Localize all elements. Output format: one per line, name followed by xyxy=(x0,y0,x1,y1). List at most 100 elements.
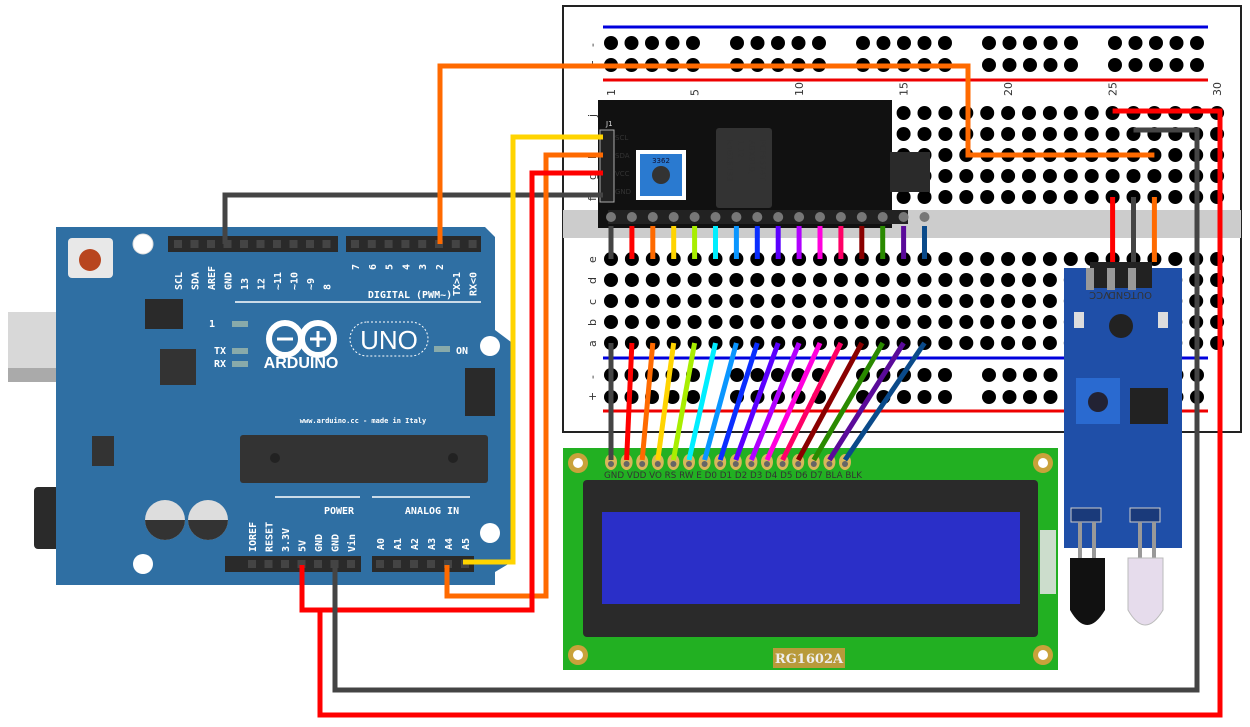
breadboard-hole xyxy=(875,294,890,308)
header-pin xyxy=(410,560,418,568)
wire-breadboard-to-lcd xyxy=(686,342,718,461)
header-pin xyxy=(330,560,339,568)
rail-hole xyxy=(771,368,785,382)
breadboard-hole xyxy=(729,294,744,308)
power-pin-label: Vin xyxy=(346,534,358,552)
row-label: g xyxy=(586,173,599,180)
breadboard-hole xyxy=(980,190,995,204)
header-pin xyxy=(248,560,256,568)
breadboard-hole xyxy=(729,315,744,329)
breadboard-hole xyxy=(1022,273,1036,287)
breadboard-hole xyxy=(771,273,786,287)
breadboard-hole xyxy=(980,273,995,287)
rail-hole xyxy=(750,36,765,50)
rail-hole xyxy=(938,36,952,50)
i2c-lcd-pin xyxy=(898,212,909,222)
i2c-lcd-pin xyxy=(647,212,658,222)
breadboard-hole xyxy=(1126,169,1141,183)
atmega-chip xyxy=(240,435,488,483)
rail-hole xyxy=(750,368,765,382)
header-pin xyxy=(444,560,452,568)
lcd-model-plate xyxy=(773,648,845,668)
breadboard-hole xyxy=(1042,190,1057,204)
wire-5v-vcc xyxy=(299,170,603,613)
wire-breadboard-to-lcd xyxy=(780,341,844,462)
digital-header-label: DIGITAL (PWM~) xyxy=(368,290,452,301)
breadboard-hole xyxy=(604,273,618,287)
breadboard-hole xyxy=(1168,169,1183,183)
breadboard-hole xyxy=(875,315,890,329)
digital-pin-label: 3 xyxy=(418,264,429,270)
rail-hole xyxy=(1064,58,1078,72)
rail-hole xyxy=(938,390,952,404)
row-label: d xyxy=(586,277,599,284)
breadboard-hole xyxy=(959,190,974,204)
rail-hole xyxy=(1043,390,1058,404)
ir-pin-label: OUT xyxy=(1130,289,1152,300)
breadboard-hole xyxy=(1042,169,1057,183)
breadboard-hole xyxy=(1063,106,1078,120)
digital-pin-label: 2 xyxy=(435,264,446,270)
rail-hole xyxy=(1128,36,1143,50)
row-label: b xyxy=(586,319,599,326)
ir-photodiode-window xyxy=(1109,314,1133,338)
digital-pin-label: RX<0 xyxy=(469,272,480,296)
breadboard-hole xyxy=(750,294,765,308)
power-header-label: POWER xyxy=(324,506,355,517)
breadboard-hole xyxy=(980,252,995,266)
rail-hole xyxy=(917,390,932,404)
breadboard-hole xyxy=(833,273,848,287)
rail-hole xyxy=(1002,390,1017,404)
breadboard-hole xyxy=(1022,127,1036,141)
header-digital-right xyxy=(346,236,481,252)
breadboard-hole xyxy=(938,190,953,204)
breadboard-hole xyxy=(1022,169,1036,183)
breadboard-hole xyxy=(750,315,765,329)
header-pin xyxy=(281,560,289,568)
header-pin xyxy=(468,240,477,248)
breadboard-hole xyxy=(833,294,848,308)
arduino-uno: UNO ARDUINO www.arduino.cc - made in Ita… xyxy=(8,227,515,585)
digital-pin-label: SDA xyxy=(191,272,202,290)
ir-emitter-led xyxy=(1127,557,1164,626)
breadboard-hole xyxy=(1063,169,1078,183)
breadboard-hole xyxy=(1001,336,1016,350)
i2c-lcd-pin xyxy=(606,212,616,222)
i2c-lcd-pin xyxy=(689,212,700,222)
breadboard-hole xyxy=(896,315,911,329)
header-pin xyxy=(427,560,435,568)
breadboard-hole xyxy=(1063,190,1078,204)
wire-breadboard-to-lcd xyxy=(670,342,698,461)
breadboard-hole xyxy=(687,273,702,287)
breadboard-hole xyxy=(624,315,639,329)
url-text: www.arduino.cc - made in Italy xyxy=(300,417,427,425)
rail-hole xyxy=(897,36,911,50)
breadboard-hole xyxy=(750,273,765,287)
rail-hole xyxy=(856,36,870,50)
digital-pin-label: 5 xyxy=(385,264,396,270)
wire-breadboard-to-lcd xyxy=(827,341,906,462)
breadboard-hole xyxy=(896,273,911,287)
breadboard-hole xyxy=(1063,127,1078,141)
breadboard-hole xyxy=(959,169,974,183)
rail-label: - xyxy=(586,43,599,47)
header-pin xyxy=(322,240,331,248)
breadboard-hole xyxy=(959,273,974,287)
rail-hole xyxy=(604,36,618,50)
rail-hole xyxy=(1023,390,1037,404)
analog-pin-label: A2 xyxy=(410,538,421,550)
rail-hole xyxy=(791,36,806,50)
breadboard-hole xyxy=(1105,127,1120,141)
rail-hole xyxy=(1043,368,1058,382)
rail-hole xyxy=(1043,58,1058,72)
breadboard-hole xyxy=(1001,169,1016,183)
rail-hole xyxy=(982,36,996,50)
breadboard-hole xyxy=(1042,315,1057,329)
rail-hole xyxy=(1043,36,1058,50)
breadboard-hole xyxy=(938,148,953,162)
breadboard-hole xyxy=(1084,127,1099,141)
rail-hole xyxy=(645,36,659,50)
